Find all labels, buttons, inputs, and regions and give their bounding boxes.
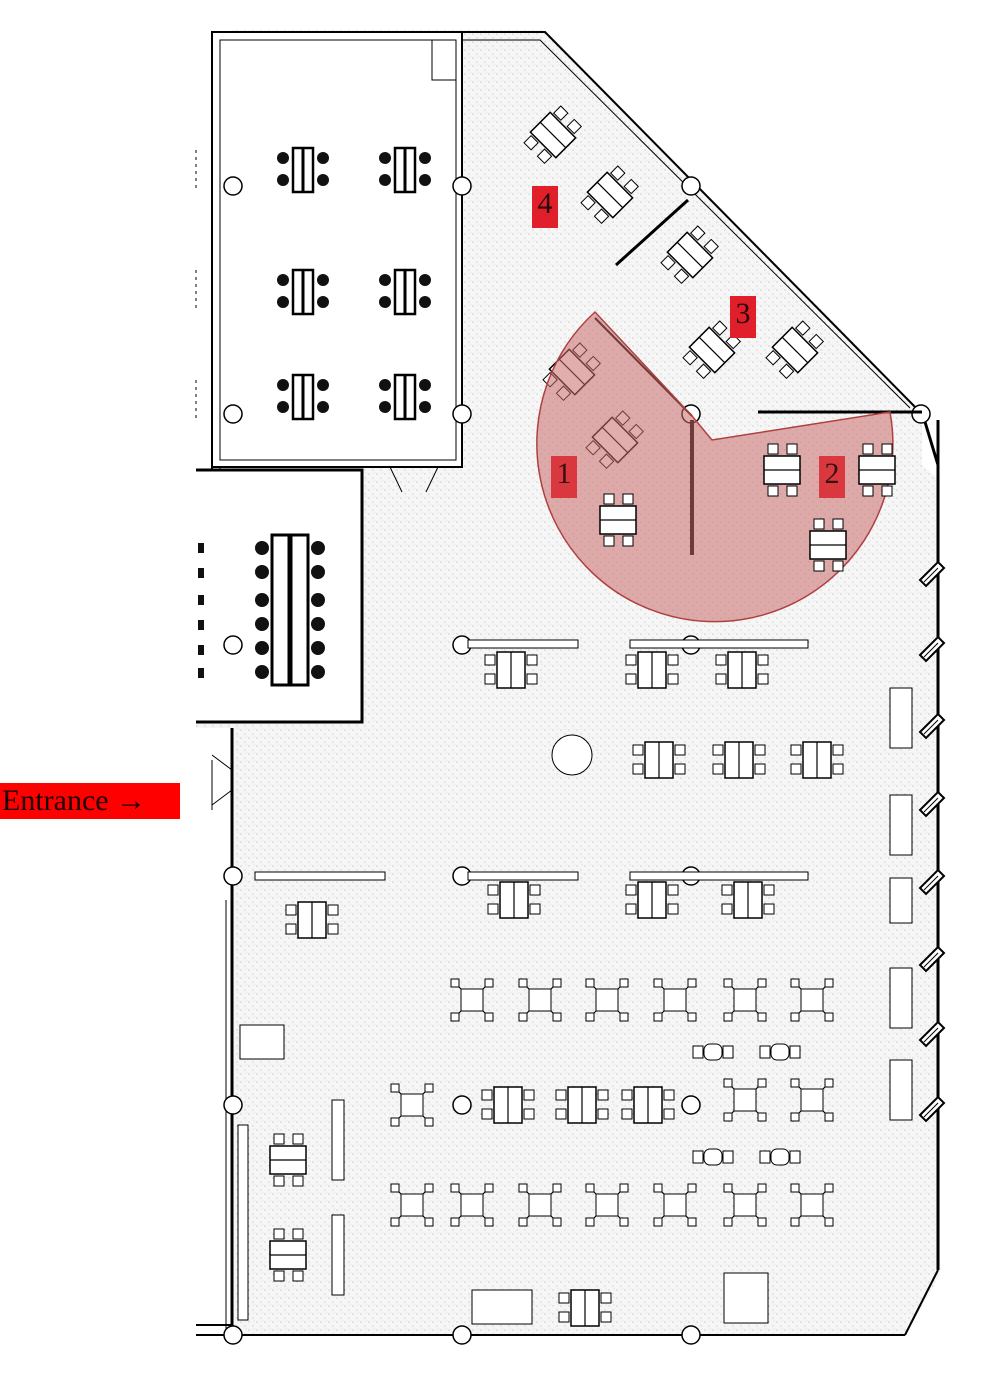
entrance-door-icon bbox=[211, 754, 233, 810]
zone-3-label: 3 bbox=[730, 296, 756, 338]
entrance-text: Entrance bbox=[2, 784, 109, 817]
meeting-room-middle bbox=[196, 468, 364, 724]
zone-1-label: 1 bbox=[551, 456, 577, 498]
table-icons bbox=[237, 687, 913, 1327]
meeting-room-top bbox=[195, 31, 463, 493]
zone-4-label: 4 bbox=[532, 186, 558, 228]
entrance-label: Entrance → bbox=[0, 783, 180, 819]
counter-tables bbox=[254, 639, 809, 939]
zone-2-label: 2 bbox=[819, 456, 845, 498]
arrow-right-icon: → bbox=[116, 784, 147, 817]
